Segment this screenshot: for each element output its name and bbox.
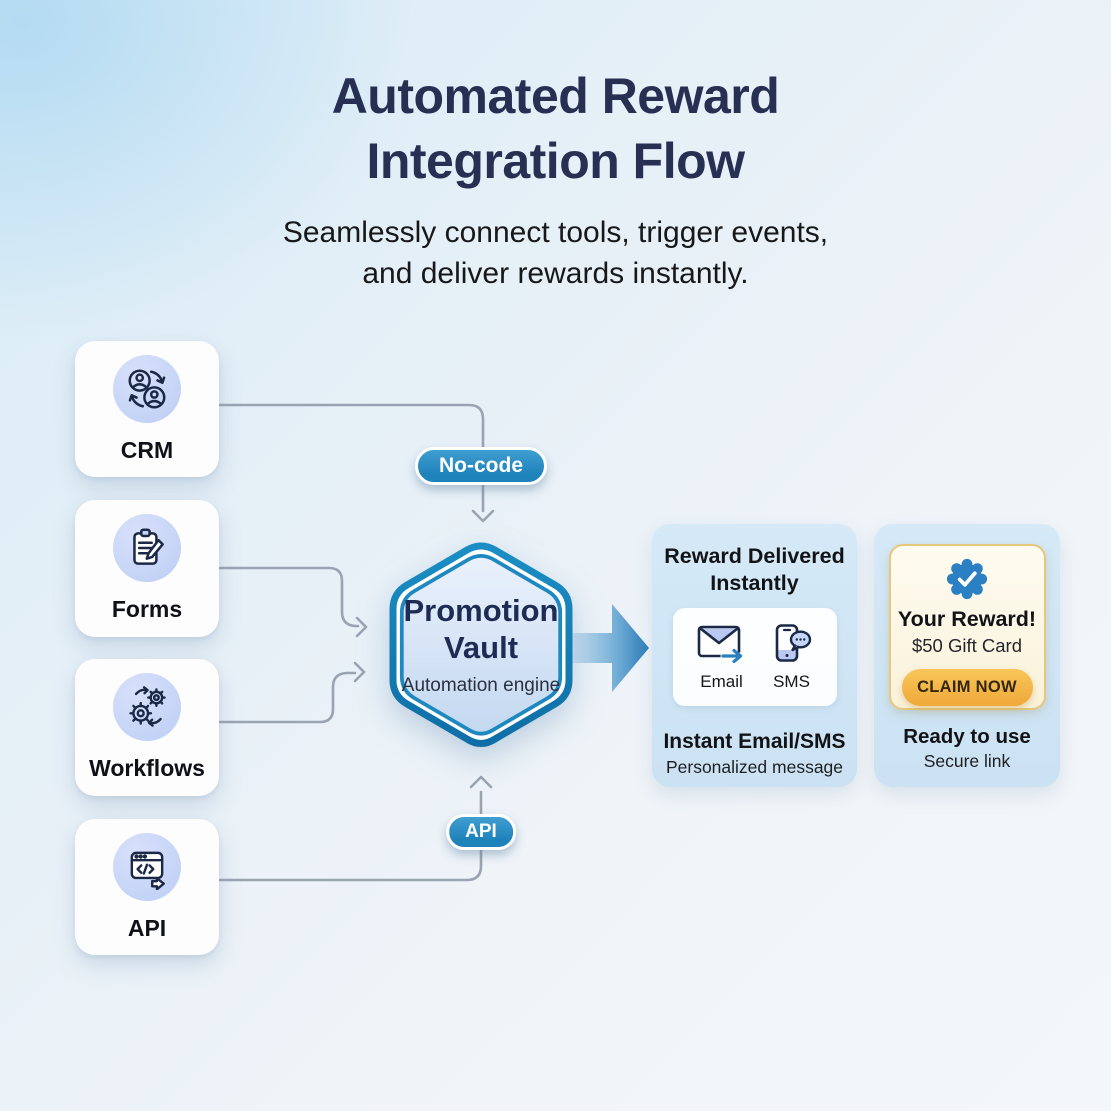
connector-workflows-to-hub (218, 661, 366, 724)
your-reward-card: Your Reward! $50 Gift Card CLAIM NOW Rea… (874, 524, 1060, 787)
connector-forms-to-hub (218, 566, 368, 638)
delivery-footer-line2: Personalized message (665, 757, 844, 778)
channel-sms: SMS (769, 622, 815, 692)
connector-api-to-hub (218, 775, 493, 882)
hub-subtitle: Automation engine (401, 675, 561, 697)
crm-icon-circle (113, 354, 181, 423)
claim-now-button[interactable]: CLAIM NOW (901, 669, 1033, 706)
forms-clipboard-pencil-icon (133, 528, 164, 565)
channel-email: Email (695, 622, 749, 692)
workflows-gears-icon (129, 686, 166, 727)
page-title-line1: Automated Reward (331, 68, 780, 124)
workflows-icon-circle (113, 673, 181, 741)
source-label-workflows: Workflows (89, 755, 205, 781)
reward-amount: $50 Gift Card (911, 635, 1023, 656)
source-label-crm: CRM (120, 436, 174, 463)
page-subtitle-line1: Seamlessly connect tools, trigger events… (282, 216, 829, 249)
delivery-title-line1: Reward Delivered (664, 544, 845, 568)
sms-phone-icon (775, 624, 811, 663)
api-browser-code-icon (130, 851, 165, 890)
page-subtitle-line2: and deliver rewards instantly. (362, 257, 749, 291)
reward-delivery-card: Reward Delivered Instantly Email (652, 524, 857, 787)
source-card-workflows: Workflows (75, 659, 219, 796)
verified-seal-icon (946, 558, 988, 600)
gift-card-panel: Your Reward! $50 Gift Card CLAIM NOW (888, 544, 1046, 710)
flow-arrow-icon (566, 604, 649, 692)
connector-crm-to-hub (218, 403, 495, 523)
api-badge: API (446, 814, 516, 850)
crm-sync-users-icon (128, 368, 166, 409)
source-label-api: API (127, 914, 167, 941)
source-card-forms: Forms (75, 500, 219, 637)
channel-sms-label: SMS (773, 672, 810, 692)
reward-footer-line1: Ready to use (903, 725, 1031, 748)
hub-title-line1: Promotion (403, 592, 559, 628)
source-label-forms: Forms (111, 596, 183, 622)
page-subtitle: Seamlessly connect tools, trigger events… (0, 212, 1111, 295)
delivery-card-title: Reward Delivered Instantly (664, 543, 844, 596)
promotion-vault-hub: Promotion Vault Automation engine (368, 530, 594, 760)
delivery-footer-line1: Instant Email/SMS (663, 730, 846, 754)
no-code-badge: No-code (415, 447, 547, 485)
channel-email-label: Email (700, 672, 743, 692)
channels-box: Email SMS (672, 608, 837, 707)
delivery-title-line2: Instantly (710, 570, 799, 595)
hub-title: Promotion Vault (404, 593, 559, 666)
api-icon-circle (113, 832, 181, 901)
reward-footer-line2: Secure link (923, 751, 1011, 771)
hub-title-line2: Vault (443, 629, 519, 665)
email-envelope-icon (697, 626, 743, 664)
source-card-crm: CRM (75, 341, 219, 477)
page-title: Automated Reward Integration Flow (0, 64, 1111, 194)
forms-icon-circle (113, 514, 181, 582)
reward-title: Your Reward! (897, 607, 1037, 631)
source-card-api: API (75, 819, 219, 955)
page-title-line2: Integration Flow (366, 133, 745, 189)
